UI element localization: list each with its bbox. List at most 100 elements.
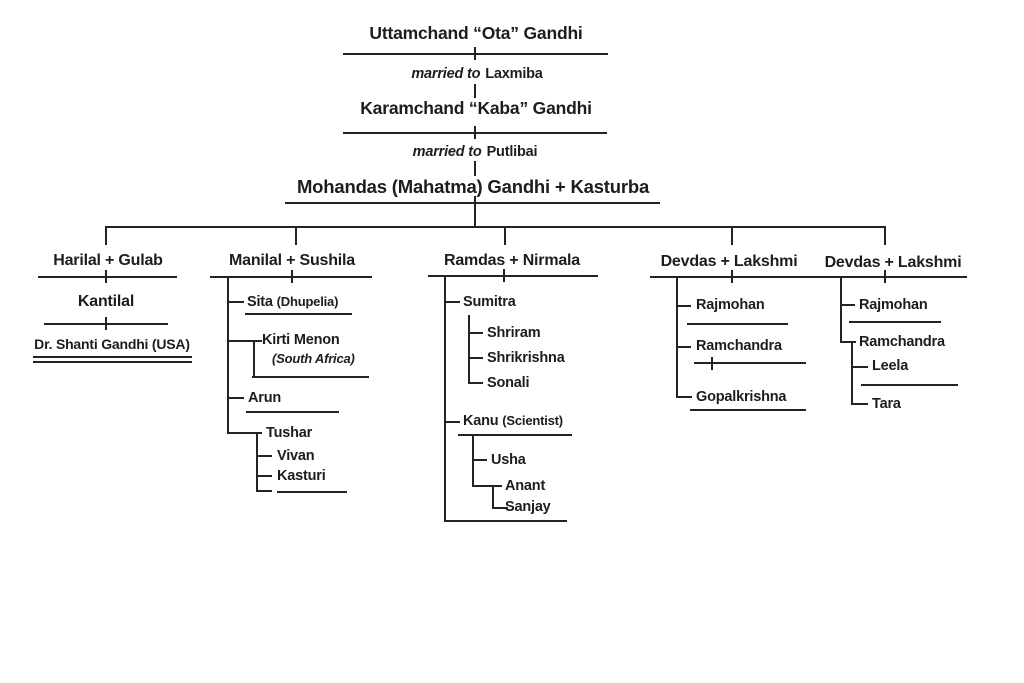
corner-line (468, 382, 483, 384)
person-vivan: Vivan (277, 448, 315, 464)
person-devdas-lakshmi-2: Devdas + Lakshmi (824, 254, 962, 271)
corner-line (676, 396, 692, 398)
name-underline (849, 321, 941, 323)
descent-line (474, 84, 476, 98)
person-shrikrishna: Shrikrishna (487, 350, 565, 366)
person-mohandas-kasturba: Mohandas (Mahatma) Gandhi + Kasturba (296, 176, 650, 197)
child-tick (851, 366, 868, 368)
person-rajmohan-1: Rajmohan (696, 297, 765, 313)
branch-drop-line (504, 226, 506, 245)
person-sumitra: Sumitra (463, 294, 516, 310)
descent-tick (711, 357, 713, 370)
name-underline (252, 376, 369, 378)
person-leela: Leela (872, 358, 909, 374)
person-kanu-name: Kanu (463, 413, 499, 429)
descent-stem (474, 196, 476, 227)
person-ramchandra-1: Ramchandra (696, 338, 782, 354)
person-anant: Anant (505, 478, 546, 494)
person-putlibai: Putlibai (486, 144, 538, 160)
person-kirti: Kirti Menon (262, 332, 340, 348)
corner-line (492, 507, 508, 509)
name-underline (246, 411, 339, 413)
person-kasturi: Kasturi (277, 468, 326, 484)
name-underline (458, 434, 572, 436)
name-underline (245, 313, 352, 315)
person-usha: Usha (491, 452, 526, 468)
descent-tick (105, 270, 107, 283)
person-tara: Tara (872, 396, 901, 412)
branch-vertical (444, 275, 446, 522)
name-underline (33, 361, 192, 363)
marriage-underline (820, 276, 967, 278)
married-to-label: married to (411, 66, 481, 82)
marriage-underline (650, 276, 825, 278)
child-tick (676, 305, 691, 307)
name-underline (687, 323, 788, 325)
marriage-underline (285, 202, 660, 204)
person-sita: Sita (Dhupelia) (247, 294, 338, 311)
sub-branch-vertical (256, 432, 258, 492)
sub-branch-vertical (492, 485, 494, 509)
person-kanu-note: (Scientist) (502, 413, 563, 428)
branch-drop-line (731, 226, 733, 245)
marriage-underline (38, 276, 177, 278)
name-underline (861, 384, 958, 386)
name-underline (690, 409, 806, 411)
child-tick (256, 455, 272, 457)
person-laxmiba: Laxmiba (485, 66, 543, 82)
person-manilal-sushila: Manilal + Sushila (229, 252, 355, 269)
child-tick (468, 332, 483, 334)
descent-tick (884, 270, 886, 283)
branch-vertical (676, 276, 678, 398)
child-tick (840, 304, 855, 306)
person-sita-name: Sita (247, 294, 273, 310)
descent-tick (105, 317, 107, 330)
person-kanu: Kanu (Scientist) (463, 413, 563, 430)
name-underline (33, 356, 192, 358)
person-kirti-note: (South Africa) (272, 351, 355, 366)
descent-tick (731, 270, 733, 283)
child-tick (472, 485, 502, 487)
child-tick (227, 397, 244, 399)
descent-tick (474, 47, 476, 60)
person-sanjay: Sanjay (505, 499, 551, 515)
person-ramchandra-2: Ramchandra (859, 334, 945, 350)
branch-drop-line (295, 226, 297, 245)
branch-vertical (227, 276, 229, 434)
siblings-connector-bar (105, 226, 886, 228)
person-sita-note: (Dhupelia) (276, 294, 339, 309)
corner-line (840, 341, 856, 343)
person-shriram: Shriram (487, 325, 541, 341)
corner-line (851, 403, 868, 405)
corner-line (256, 490, 272, 492)
marriage-underline (428, 275, 598, 277)
descent-tick (503, 269, 505, 282)
child-tick (676, 346, 691, 348)
person-uttamchand: Uttamchand “Ota” Gandhi (369, 23, 583, 43)
branch-drop-line (105, 226, 107, 245)
person-tushar: Tushar (266, 425, 313, 441)
person-ramdas-nirmala: Ramdas + Nirmala (444, 252, 580, 269)
branch-drop-line (884, 226, 886, 245)
descent-tick (474, 126, 476, 139)
child-tick (227, 432, 262, 434)
child-tick (256, 475, 272, 477)
person-kantilal: Kantilal (77, 293, 135, 310)
married-to-label: married to (412, 144, 482, 160)
name-underline (694, 362, 806, 364)
child-tick (444, 301, 460, 303)
child-tick (227, 301, 244, 303)
sub-branch-vertical (851, 343, 853, 405)
descent-line (474, 161, 476, 176)
child-tick (468, 357, 483, 359)
person-devdas-lakshmi-1: Devdas + Lakshmi (660, 253, 798, 270)
person-karamchand: Karamchand “Kaba” Gandhi (360, 98, 592, 118)
person-sonali: Sonali (487, 375, 530, 391)
person-arun: Arun (248, 390, 282, 406)
person-shanti: Dr. Shanti Gandhi (USA) (34, 336, 190, 352)
name-underline (277, 491, 347, 493)
sub-branch-vertical (253, 340, 255, 378)
